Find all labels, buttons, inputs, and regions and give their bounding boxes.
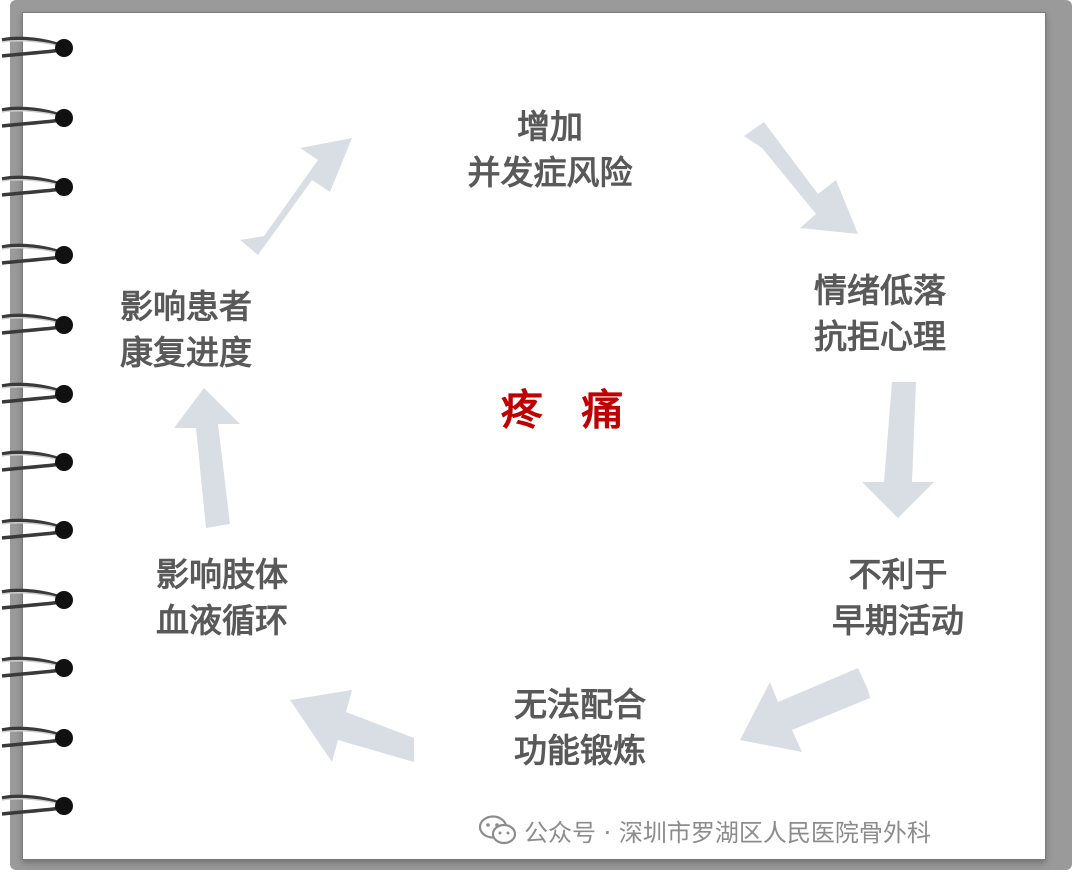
binding-ring <box>1 382 73 404</box>
node-recovery: 影响患者 康复进度 <box>120 287 252 372</box>
binding-ring <box>1 313 73 335</box>
node-exercise: 无法配合 功能锻炼 <box>514 685 646 770</box>
binding-ring <box>1 175 73 197</box>
wechat-icon <box>478 815 517 845</box>
binding-ring <box>1 726 73 748</box>
binding-ring <box>1 106 73 128</box>
node-complication: 增加 并发症风险 <box>467 107 633 192</box>
center-label: 疼 痛 <box>500 385 636 435</box>
cycle-arrow <box>174 388 240 528</box>
binding-ring <box>1 518 73 540</box>
cycle-arrow <box>290 690 414 762</box>
node-early-activity: 不利于 早期活动 <box>832 555 964 640</box>
watermark-text: 公众号 · 深圳市罗湖区人民医院骨外科 <box>524 818 931 847</box>
notebook-page <box>22 12 1046 860</box>
binding-ring <box>1 588 73 610</box>
binding-ring <box>1 656 73 678</box>
cycle-arrow <box>744 122 858 234</box>
binding-ring <box>1 450 73 472</box>
binding-ring <box>1 794 73 816</box>
watermark: 公众号 · 深圳市罗湖区人民医院骨外科 <box>478 808 931 852</box>
cycle-arrow <box>240 138 352 255</box>
cycle-arrow <box>740 668 870 752</box>
node-emotion: 情绪低落 抗拒心理 <box>814 271 946 356</box>
node-circulation: 影响肢体 血液循环 <box>156 555 288 640</box>
binding-ring <box>1 243 73 265</box>
cycle-arrow <box>862 382 934 518</box>
binding-ring <box>1 36 73 58</box>
